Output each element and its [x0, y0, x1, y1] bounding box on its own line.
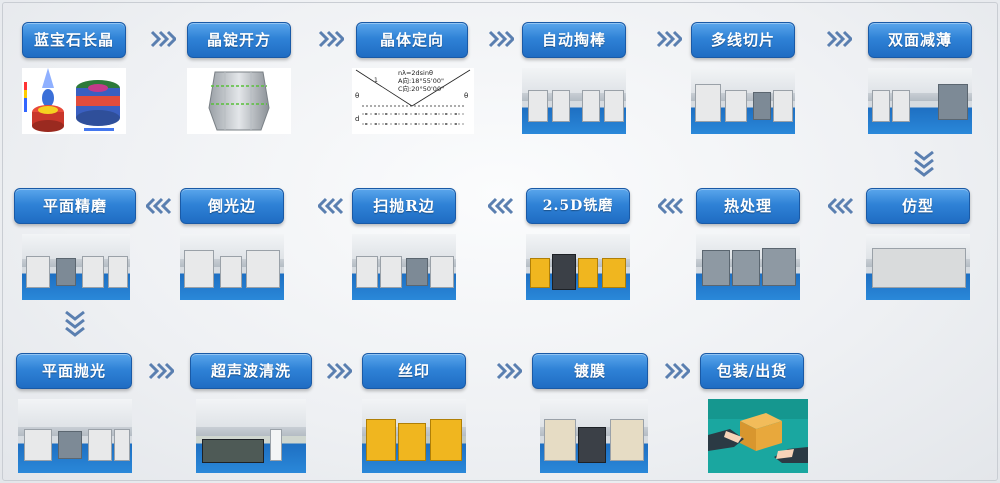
- step-label: 自动掏棒: [522, 22, 626, 58]
- step-2-5d-milling: 2.5D铣磨: [526, 188, 630, 300]
- coring-machines-photo: [522, 68, 626, 134]
- thinning-machines-photo: [868, 68, 972, 134]
- step-label: 双面减薄: [868, 22, 972, 58]
- step-label: 晶锭开方: [187, 22, 291, 58]
- arrow-right-icon: [664, 362, 690, 380]
- step-label: 多线切片: [691, 22, 795, 58]
- arrow-right-icon: [488, 30, 514, 48]
- step-label: 热处理: [696, 188, 800, 224]
- step-label: 包装/出货: [700, 353, 804, 389]
- arrow-right-icon: [150, 30, 176, 48]
- spacing-d-label: d: [355, 115, 359, 123]
- ultrasonic-cleaning-photo: [196, 399, 306, 473]
- step-label: 倒光边: [180, 188, 284, 224]
- crystal-growth-simulation-image: [22, 68, 126, 134]
- heat-treatment-furnace-photo: [696, 234, 800, 300]
- arrow-down-icon: [913, 150, 935, 178]
- arrow-left-icon: [488, 197, 514, 215]
- silk-printing-photo: [362, 399, 466, 473]
- step-heat-treatment: 热处理: [696, 188, 800, 300]
- edge-polishing-photo: [352, 234, 456, 300]
- arrow-right-icon: [318, 30, 344, 48]
- cnc-milling-photo: [526, 234, 630, 300]
- step-label: 丝印: [362, 353, 466, 389]
- step-silk-screen-printing: 丝印: [362, 353, 466, 473]
- step-label: 2.5D铣磨: [526, 188, 630, 224]
- step-label: 蓝宝石长晶: [22, 22, 126, 58]
- sapphire-ingot-image: [187, 68, 291, 134]
- step-surface-fine-grinding: 平面精磨: [14, 188, 136, 300]
- arrow-right-icon: [826, 30, 852, 48]
- step-label: 仿型: [866, 188, 970, 224]
- surface-polishing-photo: [18, 399, 132, 473]
- step-surface-polishing: 平面抛光: [16, 353, 132, 473]
- arrow-right-icon: [326, 362, 352, 380]
- step-crystal-orientation: 晶体定向 nλ=2dsinθ A向:18°55'00" C向:20°50'00"…: [352, 22, 474, 134]
- step-multi-wire-slicing: 多线切片: [691, 22, 795, 134]
- arrow-left-icon: [658, 197, 684, 215]
- ray-label: 1: [374, 77, 378, 84]
- step-ingot-squaring: 晶锭开方: [187, 22, 291, 134]
- bevel-edge-photo: [180, 234, 284, 300]
- step-double-side-thinning: 双面减薄: [868, 22, 972, 134]
- step-r-edge-polishing: 扫抛R边: [352, 188, 456, 300]
- arrow-right-icon: [496, 362, 522, 380]
- wire-saw-photo: [691, 68, 795, 134]
- step-sapphire-crystal-growth: 蓝宝石长晶: [22, 22, 126, 134]
- arrow-left-icon: [146, 197, 172, 215]
- fine-grinding-photo: [22, 234, 130, 300]
- arrow-right-icon: [656, 30, 682, 48]
- xray-orientation-diagram: nλ=2dsinθ A向:18°55'00" C向:20°50'00" 1 θ …: [352, 68, 474, 134]
- arrow-down-icon: [64, 310, 86, 338]
- a-direction-angle: A向:18°55'00": [398, 76, 444, 85]
- arrow-right-icon: [148, 362, 174, 380]
- c-direction-angle: C向:20°50'00": [398, 84, 444, 93]
- profiling-machine-photo: [866, 234, 970, 300]
- theta-right-label: θ: [464, 92, 468, 100]
- step-bevel-edge: 倒光边: [180, 188, 284, 300]
- step-profiling: 仿型: [866, 188, 970, 300]
- step-coating: 镀膜: [532, 353, 648, 473]
- step-ultrasonic-cleaning: 超声波清洗: [190, 353, 312, 473]
- arrow-left-icon: [318, 197, 344, 215]
- step-auto-coring: 自动掏棒: [522, 22, 626, 134]
- coating-machine-photo: [540, 399, 648, 473]
- bragg-formula: nλ=2dsinθ: [398, 69, 433, 77]
- step-label: 平面精磨: [14, 188, 136, 224]
- step-packaging-shipping: 包装/出货: [700, 353, 808, 473]
- step-label: 镀膜: [532, 353, 648, 389]
- step-label: 超声波清洗: [190, 353, 312, 389]
- step-label: 晶体定向: [356, 22, 468, 58]
- package-handoff-image: [708, 399, 808, 473]
- arrow-left-icon: [828, 197, 854, 215]
- theta-left-label: θ: [355, 92, 359, 100]
- step-label: 平面抛光: [16, 353, 132, 389]
- step-label: 扫抛R边: [352, 188, 456, 224]
